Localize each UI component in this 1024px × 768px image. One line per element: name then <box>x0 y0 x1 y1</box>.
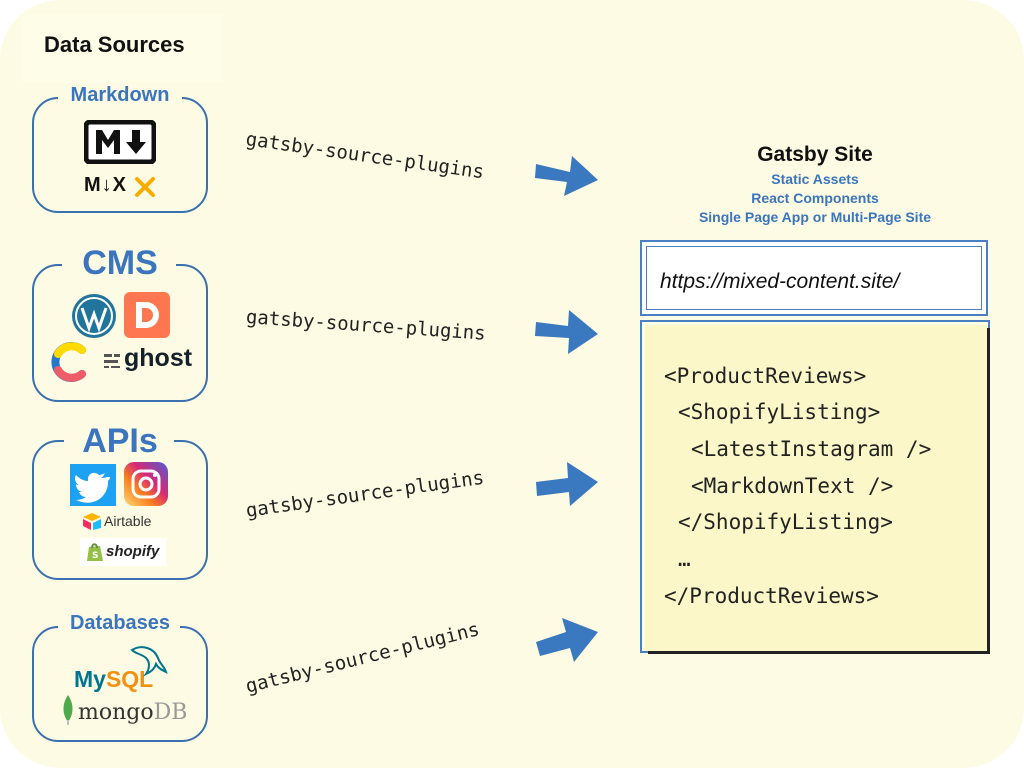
apis-group-label: APIs <box>82 422 158 460</box>
contentful-icon <box>51 342 86 382</box>
site-title: Gatsby Site <box>757 143 873 166</box>
site-subtitle-static-assets: Static Assets <box>771 171 859 187</box>
mdx-x-icon <box>135 177 155 197</box>
code-line: </ProductReviews> <box>664 584 879 608</box>
cms-group-label: CMS <box>82 244 158 282</box>
code-line: </ShopifyListing> <box>678 510 893 534</box>
dato-icon <box>124 292 170 338</box>
code-line: … <box>678 547 691 571</box>
code-line: <ShopifyListing> <box>678 400 881 424</box>
sources-title: Data Sources <box>44 32 185 57</box>
mdx-icon: M↓X <box>84 174 127 196</box>
site-code-panel <box>640 320 990 653</box>
arrow-databases <box>536 618 598 662</box>
svg-text:S: S <box>92 551 98 561</box>
databases-group-label: Databases <box>69 612 171 634</box>
twitter-icon <box>70 464 116 506</box>
markdown-group-label: Markdown <box>70 84 170 106</box>
airtable-logo: Airtable <box>104 513 152 529</box>
airtable-icon <box>83 513 101 530</box>
mysql-dolphin-icon <box>130 646 168 677</box>
code-line: <MarkdownText /> <box>691 474 894 498</box>
code-line: <LatestInstagram /> <box>691 437 932 461</box>
mongodb-logo: mongoDB <box>78 700 188 725</box>
wordpress-icon <box>72 294 116 338</box>
code-line: <ProductReviews> <box>664 364 867 388</box>
arrow-cms <box>535 310 598 354</box>
site-url-box <box>640 240 988 316</box>
arrow-markdown <box>535 156 598 196</box>
site-url: https://mixed-content.site/ <box>660 270 900 293</box>
site-subtitle-app-type: Single Page App or Multi-Page Site <box>698 209 932 225</box>
ghost-menu-icon <box>104 354 120 368</box>
mongodb-leaf-icon <box>63 695 73 725</box>
shopify-icon: S <box>87 543 103 561</box>
shopify-logo: shopify <box>106 543 160 560</box>
ghost-logo: ghost <box>124 344 193 372</box>
markdown-icon <box>84 120 156 164</box>
instagram-icon <box>124 462 168 506</box>
site-subtitle-react-components: React Components <box>751 190 879 206</box>
arrow-apis <box>536 462 598 506</box>
mysql-logo: MySQL <box>74 666 154 692</box>
sources-title-background <box>22 14 222 82</box>
